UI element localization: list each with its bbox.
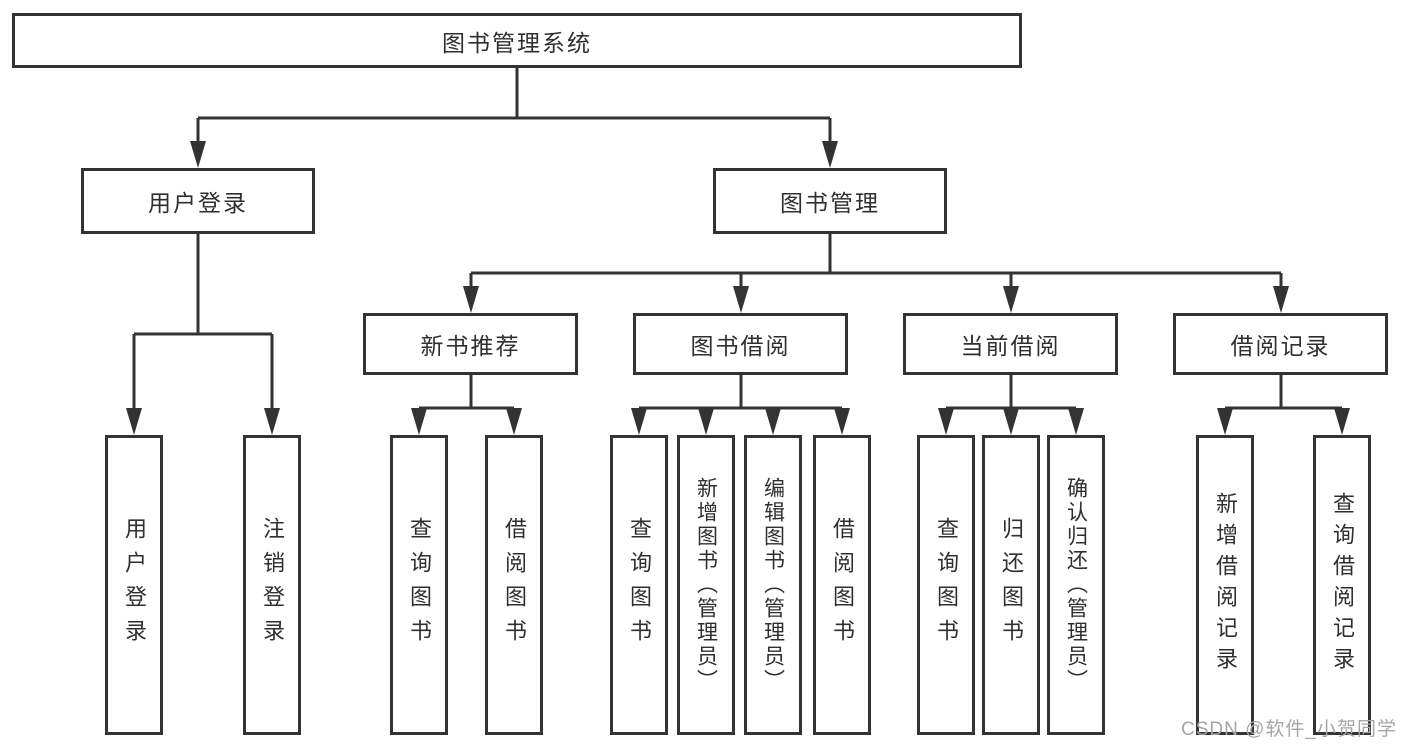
leaf-label: 新增借阅记录 xyxy=(1213,492,1238,678)
leaf-add-borrow-record: 新增借阅记录 xyxy=(1196,435,1254,735)
node-label: 新书推荐 xyxy=(420,333,521,359)
leaf-label: 确认归还（管理员） xyxy=(1064,477,1088,693)
leaf-logout: 注销登录 xyxy=(243,435,301,735)
node-book-management: 图书管理 xyxy=(713,168,947,234)
leaf-label: 查询图书 xyxy=(407,517,432,653)
leaf-user-login: 用户登录 xyxy=(105,435,163,735)
leaf-query-books-current: 查询图书 xyxy=(917,435,975,735)
leaf-label: 新增图书（管理员） xyxy=(694,477,718,693)
leaf-label: 归还图书 xyxy=(999,517,1024,653)
connector-current-borrowing-children xyxy=(938,375,1084,435)
leaf-label: 查询图书 xyxy=(934,517,959,653)
node-label: 图书管理 xyxy=(780,190,880,216)
node-label: 借阅记录 xyxy=(1230,333,1331,359)
node-label: 图书借阅 xyxy=(690,333,791,359)
leaf-label: 借阅图书 xyxy=(830,517,855,653)
leaf-return-books: 归还图书 xyxy=(982,435,1040,735)
leaf-label: 借阅图书 xyxy=(502,517,527,653)
leaf-label: 编辑图书（管理员） xyxy=(761,477,785,693)
node-label: 图书管理系统 xyxy=(442,29,592,56)
leaf-label: 注销登录 xyxy=(260,517,285,653)
leaf-label: 用户登录 xyxy=(122,517,147,653)
leaf-query-books-recommend: 查询图书 xyxy=(390,435,448,735)
leaf-query-books-borrowing: 查询图书 xyxy=(610,435,668,735)
node-label: 用户登录 xyxy=(148,190,248,216)
connector-root-to-level2 xyxy=(190,68,838,168)
node-library-management-system: 图书管理系统 xyxy=(12,13,1022,68)
node-book-borrowing: 图书借阅 xyxy=(633,313,848,375)
connector-new-book-recommend-children xyxy=(411,375,522,435)
leaf-edit-book-admin: 编辑图书（管理员） xyxy=(744,435,802,735)
node-label: 当前借阅 xyxy=(960,333,1061,359)
leaf-query-borrow-record: 查询借阅记录 xyxy=(1313,435,1371,735)
connector-book-management-children xyxy=(463,234,1289,313)
leaf-confirm-return-admin: 确认归还（管理员） xyxy=(1047,435,1105,735)
connector-user-login-children xyxy=(126,234,280,435)
leaf-borrow-books-recommend: 借阅图书 xyxy=(485,435,543,735)
node-borrowing-records: 借阅记录 xyxy=(1173,313,1388,375)
leaf-borrow-books-borrowing: 借阅图书 xyxy=(813,435,871,735)
leaf-add-book-admin: 新增图书（管理员） xyxy=(677,435,735,735)
connector-borrowing-records-children xyxy=(1217,375,1350,435)
csdn-watermark: CSDN @软件_小贺同学 xyxy=(1181,719,1397,740)
node-new-book-recommend: 新书推荐 xyxy=(363,313,578,375)
leaf-label: 查询图书 xyxy=(627,517,652,653)
connector-book-borrowing-children xyxy=(631,375,850,435)
node-current-borrowing: 当前借阅 xyxy=(903,313,1118,375)
leaf-label: 查询借阅记录 xyxy=(1330,492,1355,678)
node-user-login: 用户登录 xyxy=(81,168,315,234)
